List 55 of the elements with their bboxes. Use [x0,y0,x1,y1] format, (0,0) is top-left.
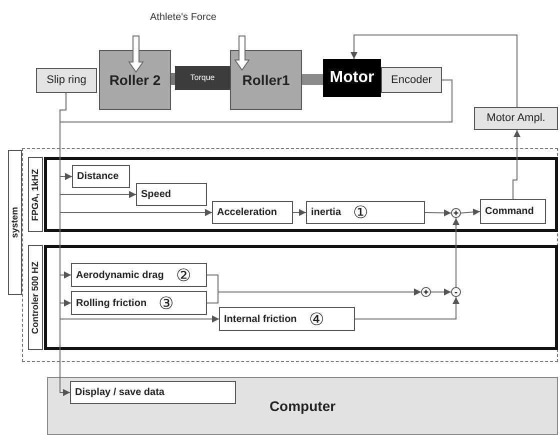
box-label: Motor [330,68,374,88]
component-box [36,68,97,93]
component-box [474,107,558,130]
box-label: Rolling friction [76,296,147,310]
motor-block [323,59,381,97]
roller-block [99,50,171,110]
process-box [480,199,546,224]
roller-block [230,50,302,110]
arrow [460,208,480,216]
arrow [452,218,460,288]
box-label: Torque [190,72,215,84]
arrow [424,209,452,216]
arrow [350,34,518,108]
arrow [354,296,460,320]
group-label: Controler 500 HZ [28,245,43,350]
process-box [71,263,207,287]
box-label: inertia [311,206,342,220]
callout-number: ② [176,266,191,284]
box-label: + [453,208,459,218]
summing-junction [451,287,461,297]
group-label: FPGA, 1kHZ [28,157,43,232]
box-label: Roller1 [242,70,290,90]
arrow [430,288,452,296]
box-label: + [423,288,429,296]
box-label: Computer [269,396,336,416]
arrow [292,209,306,216]
box-label: Internal friction [224,312,297,326]
box-label: Aerodynamic drag [76,268,164,282]
arrow [512,130,520,200]
box-label: Slip ring [46,73,86,88]
box-label: Roller 2 [109,70,161,90]
box-label: - [454,288,458,296]
box-label: Distance [77,170,119,184]
process-box [136,183,207,206]
callout-number: ④ [308,310,324,328]
callout-number: ① [353,204,368,221]
box-label: Motor Ampl. [486,111,546,126]
box-label: Encoder [391,72,432,88]
component-box [381,67,442,93]
force-label: Athlete's Force [150,11,216,25]
box-label: Speed [141,188,172,202]
arrow [206,288,422,304]
process-box [306,201,425,224]
group-label: system [8,150,22,295]
process-box [212,201,293,224]
box-label: Acceleration [217,206,278,220]
process-box [219,307,355,331]
process-box [70,381,236,404]
process-box [72,165,130,188]
torque-sensor-block [175,66,230,90]
callout-number: ③ [158,294,174,312]
computer-panel [47,377,558,435]
process-box [71,291,207,315]
box-label: Command [485,205,534,219]
box-label: Display / save data [75,386,164,400]
